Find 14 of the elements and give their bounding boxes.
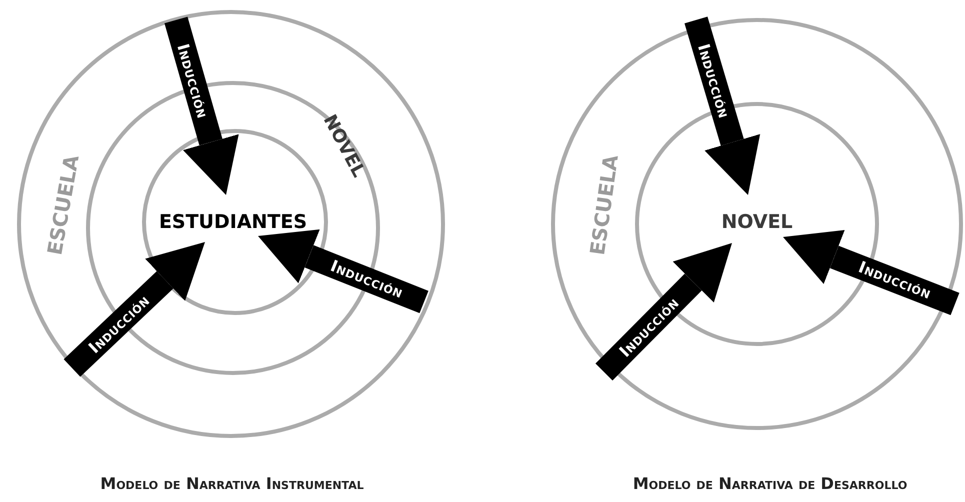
induction-arrow [783,230,960,316]
induction-arrow [258,229,428,314]
induction-arrow [164,16,239,195]
diagram-caption: Modelo de Narrativa Instrumental [100,474,364,493]
induction-arrow [684,16,760,195]
ring-label: ESTUDIANTES [158,211,308,233]
ring-circle [551,18,963,430]
ring-label: ESCUELA [585,153,623,257]
ring-label: ESCUELA [42,153,84,257]
induction-arrow [595,243,732,380]
ring-circle [17,10,445,438]
diagram-caption: Modelo de Narrativa de Desarrollo [632,474,908,493]
ring-label: NOVEL [721,211,793,233]
induction-arrow [64,242,205,377]
